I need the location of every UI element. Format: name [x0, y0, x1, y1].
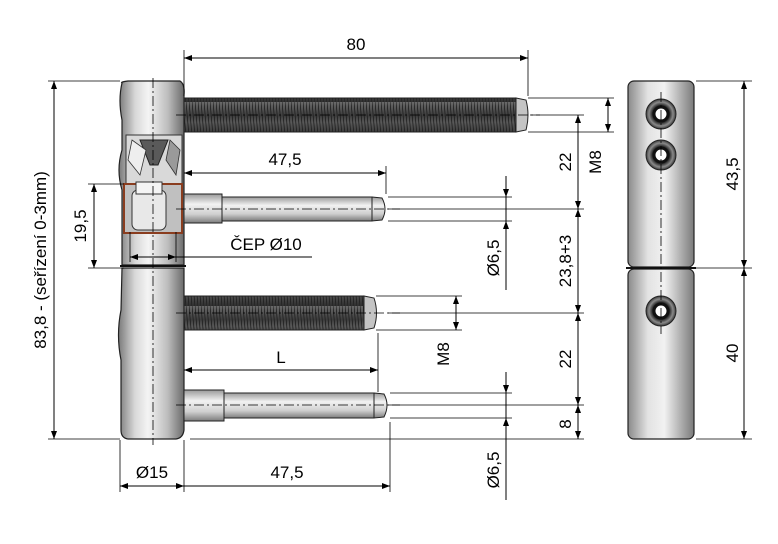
dim-pin-length-upper: 47,5	[268, 150, 301, 169]
dim-body-diameter: Ø15	[136, 463, 168, 482]
center-lines	[152, 78, 662, 445]
dim-thread-upper: M8	[586, 150, 605, 174]
dim-pitch-lower: 22	[556, 350, 575, 369]
dim-upper-knuckle-height: 19,5	[71, 209, 90, 242]
dim-thread-lower: M8	[434, 342, 453, 366]
dim-overall-length: 80	[347, 35, 366, 54]
hinge-body-lower	[117, 267, 185, 440]
dim-bolt-length-variable: L	[276, 348, 285, 367]
dim-edge-offset: 8	[556, 419, 575, 428]
dim-side-height-upper: 43,5	[723, 157, 742, 190]
dim-offset-middle: 23,8+3	[556, 235, 575, 287]
dim-total-height: 83,8 - (seřízení 0-3mm)	[31, 171, 50, 349]
dim-shank-diameter-lower: Ø6,5	[484, 452, 503, 489]
dim-pin-length-lower: 47,5	[270, 463, 303, 482]
smooth-pin-lower	[183, 389, 388, 422]
smooth-pin-upper	[183, 193, 386, 224]
dim-pin-diameter: ČEP Ø10	[230, 235, 302, 254]
dim-pitch-upper: 22	[556, 153, 575, 172]
dim-shank-diameter-upper: Ø6,5	[484, 240, 503, 277]
knuckle-cutaway-section	[123, 134, 183, 234]
dimension-labels: 80 47,5 ČEP Ø10 L Ø15 47,5 19,5 83,8 - (…	[31, 35, 742, 488]
dim-side-height-lower: 40	[723, 344, 742, 363]
dimension-lines	[48, 50, 752, 500]
